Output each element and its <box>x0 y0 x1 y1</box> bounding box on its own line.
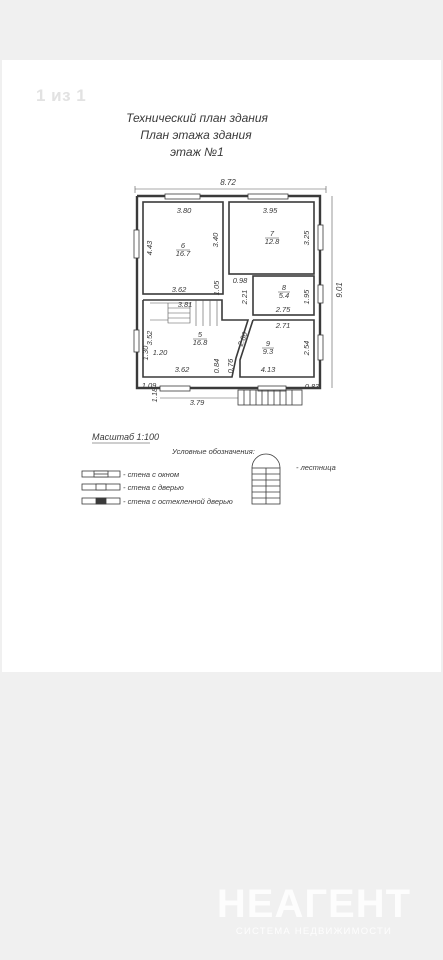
dim-label: 3.62 <box>172 285 187 294</box>
dim-label: 0.84 <box>212 359 221 374</box>
legend-glazed-door-label: - стена с остекленной дверью <box>123 497 233 506</box>
entrance-stairs <box>237 389 303 406</box>
dim-label: 2.54 <box>302 341 311 357</box>
dim-total-width: 8.72 <box>220 178 236 187</box>
room-area: 16.8 <box>193 338 208 347</box>
room-area: 16.7 <box>176 249 191 258</box>
room-area: 9.3 <box>263 347 274 356</box>
room-area: 5.4 <box>279 291 289 300</box>
dim-label: 1.95 <box>302 289 311 304</box>
room-number: 9 <box>266 339 271 348</box>
legend-window-label: - стена с окном <box>123 470 179 479</box>
legend-title: Условные обозначения: <box>171 447 255 456</box>
dim-label: 2.80 <box>235 330 249 349</box>
stairs-inner <box>150 300 218 326</box>
legend-door-label: - стена с дверью <box>123 483 184 492</box>
dim-label: 4.13 <box>261 365 276 374</box>
legend-door-symbol <box>81 483 121 491</box>
dim-label: 0.98 <box>233 276 248 285</box>
dim-label: 0.83 <box>305 382 320 391</box>
dim-label: 3.25 <box>302 230 311 245</box>
room-number: 7 <box>270 229 275 238</box>
scale-label: Масштаб 1:100 <box>92 432 159 442</box>
legend-glazed-door-symbol <box>81 497 121 505</box>
dim-label: 3.52 <box>145 330 154 345</box>
dim-label: 3.40 <box>211 232 220 247</box>
plan-subtitle: План этажа здания <box>140 128 252 142</box>
window-marks <box>133 193 324 392</box>
room-number: 5 <box>198 330 203 339</box>
legend-stairs-symbol <box>251 453 281 505</box>
dim-label: 3.81 <box>178 300 193 309</box>
dim-label: 1.05 <box>212 280 221 295</box>
dim-label: 3.95 <box>263 206 278 215</box>
plan-title: Технический план здания <box>126 111 268 125</box>
room-number: 6 <box>181 241 186 250</box>
dim-label: 1.09 <box>142 381 157 390</box>
dim-label: 2.71 <box>275 321 291 330</box>
dim-label: 2.21 <box>240 290 249 306</box>
dim-label: 1.18 <box>150 387 159 402</box>
dim-total-height: 9.01 <box>335 282 344 298</box>
dim-label: 1.30 <box>141 345 150 360</box>
dim-label: 3.80 <box>177 206 192 215</box>
legend-window-symbol <box>81 470 121 478</box>
inner-walls <box>142 201 315 378</box>
dim-label: 2.75 <box>275 305 291 314</box>
room-number: 8 <box>282 283 287 292</box>
page-counter: 1 из 1 <box>36 86 87 105</box>
dim-label: 3.62 <box>175 365 190 374</box>
legend-stairs-label: - лестница <box>296 463 336 472</box>
dim-label: 0.76 <box>226 358 235 373</box>
plan-floor-label: этаж №1 <box>170 145 224 159</box>
brand-name: НЕАГЕНТ <box>216 882 412 926</box>
dim-label: 3.79 <box>190 398 205 407</box>
brand-tagline: СИСТЕМА НЕДВИЖИМОСТИ <box>235 926 393 937</box>
dim-label: 1.20 <box>153 348 168 357</box>
brand-watermark: НЕАГЕНТ СИСТЕМА НЕДВИЖИМОСТИ <box>214 884 414 937</box>
dim-label: 4.43 <box>145 240 154 255</box>
room-area: 12.8 <box>265 237 280 246</box>
document-page <box>2 60 441 672</box>
